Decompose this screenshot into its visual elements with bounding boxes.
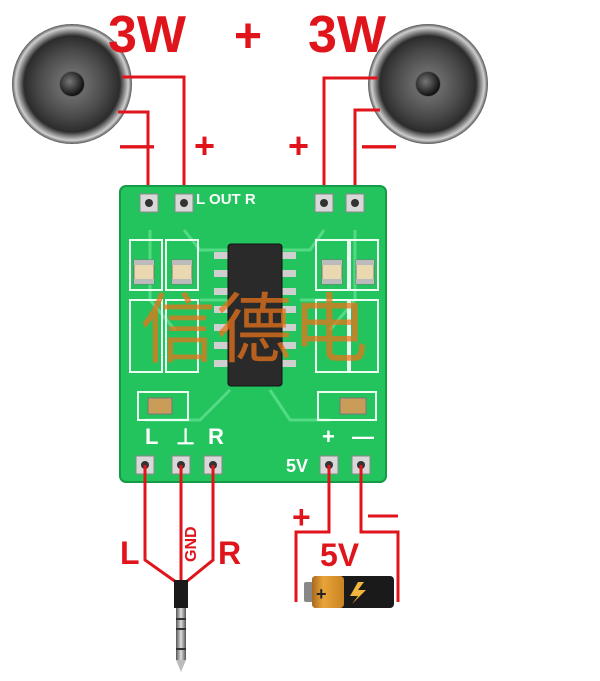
left-minus-sign: —	[120, 126, 154, 164]
speaker-dust-cap	[60, 72, 84, 96]
battery-icon: +	[304, 576, 394, 608]
audio-jack-icon	[174, 580, 188, 672]
audio-right-label: R	[218, 535, 241, 571]
svg-text:+: +	[316, 584, 327, 604]
audio-right-wire	[185, 465, 215, 584]
power-plus-label: +	[292, 499, 311, 535]
right-speaker-minus-wire	[353, 108, 380, 198]
output-pads	[139, 193, 365, 213]
plus-label: +	[234, 10, 262, 63]
watermark: 信德电	[140, 285, 368, 374]
power-minus-silkscreen: —	[352, 424, 374, 449]
input-l-silkscreen: L	[145, 424, 158, 449]
speaker-wires	[118, 75, 380, 198]
input-gnd-silkscreen: ⊥	[176, 424, 195, 449]
left-power-label: 3W	[108, 6, 187, 64]
left-speaker-plus-wire	[122, 75, 186, 198]
right-speaker-plus-wire	[322, 76, 378, 198]
power-voltage-label: 5V	[320, 537, 360, 573]
amplifier-ic	[214, 243, 296, 387]
power-minus-label: —	[368, 498, 398, 531]
left-speaker-minus-wire	[118, 110, 150, 198]
speaker-dust-cap	[416, 72, 440, 96]
input-r-silkscreen: R	[208, 424, 224, 449]
power-plus-wire	[294, 465, 331, 602]
power-5v-silkscreen: 5V	[286, 456, 308, 476]
audio-left-label: L	[120, 535, 140, 571]
right-minus-sign: —	[362, 126, 396, 164]
left-plus-sign: +	[194, 125, 215, 166]
power-minus-wire	[359, 465, 400, 602]
right-plus-sign: +	[288, 125, 309, 166]
amplifier-board: L OUT R	[119, 185, 387, 483]
audio-gnd-label: GND	[183, 526, 200, 562]
left-speaker	[12, 24, 132, 144]
power-wires	[294, 465, 400, 602]
smd-components	[133, 259, 375, 415]
audio-left-wire	[143, 465, 177, 584]
audio-input-wires	[143, 465, 215, 584]
power-plus-silkscreen: +	[322, 424, 335, 449]
right-speaker	[368, 24, 488, 144]
right-power-label: 3W	[308, 6, 387, 64]
out-silkscreen: L OUT R	[196, 191, 256, 208]
ic-body	[227, 243, 283, 387]
